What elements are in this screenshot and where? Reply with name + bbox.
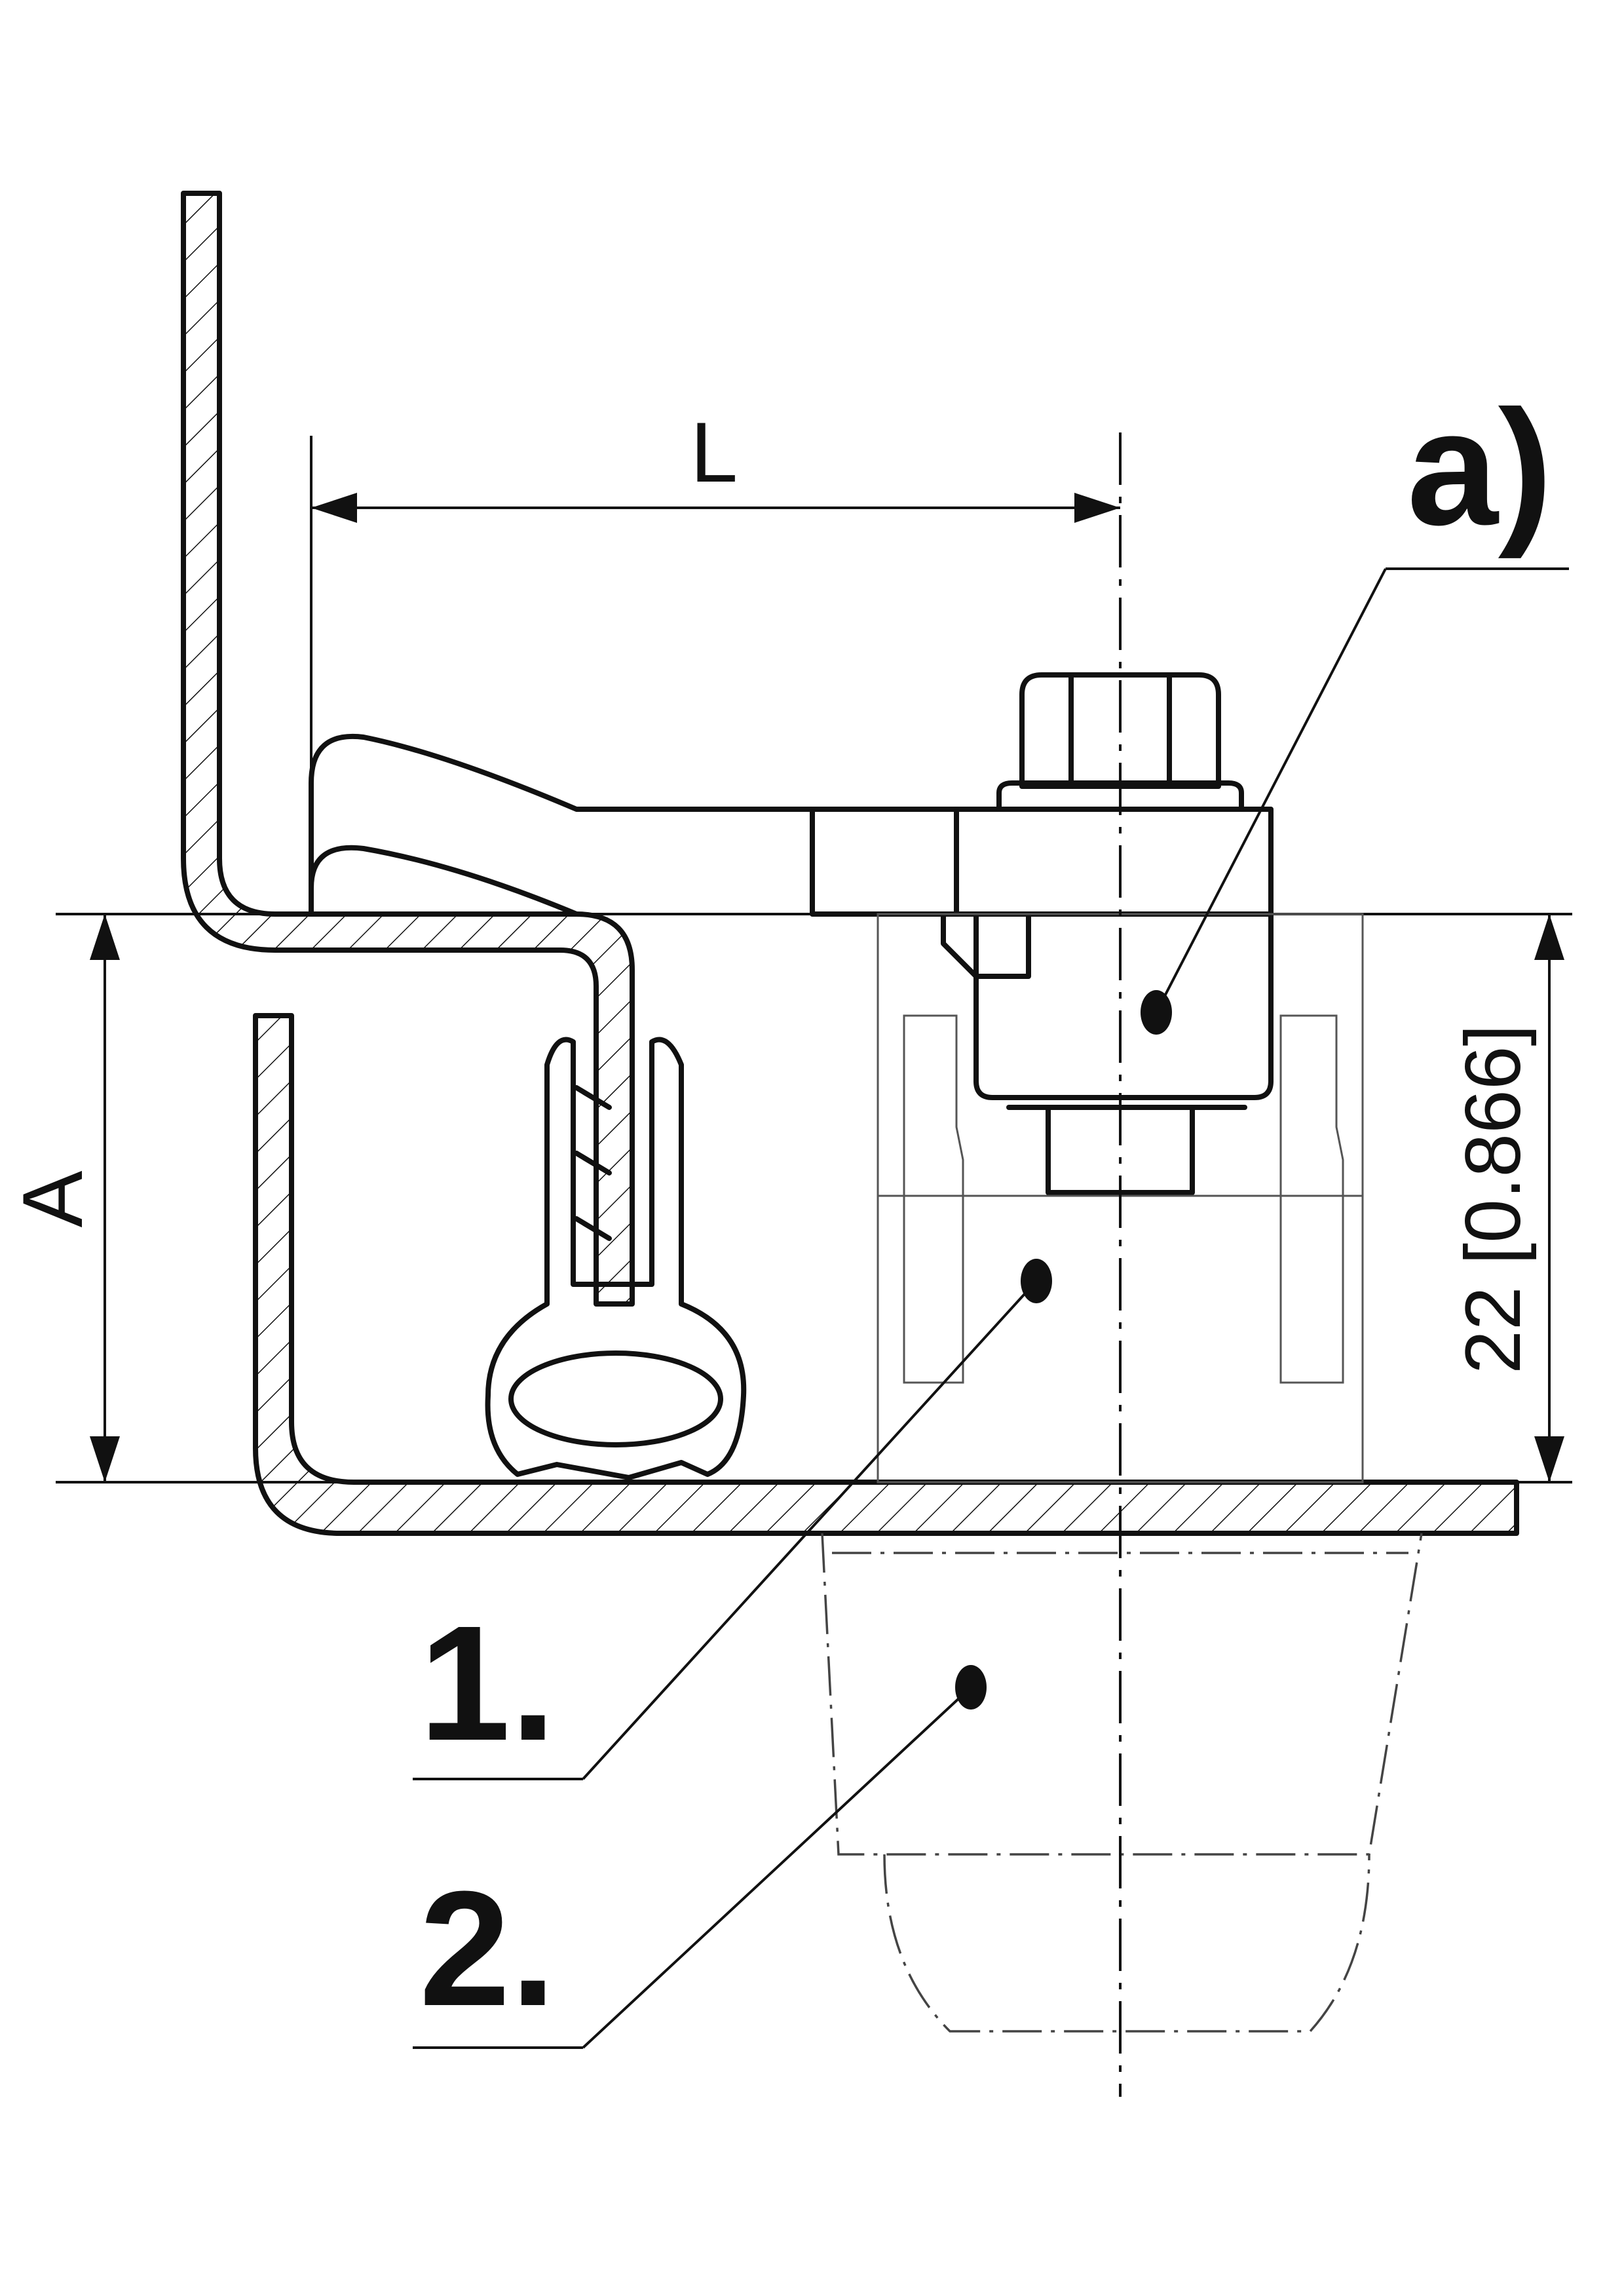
dim-l-label: L — [690, 404, 738, 500]
dim-a-arrow-top — [90, 914, 120, 960]
spring-clip — [309, 733, 959, 917]
spring-clip-inner — [309, 845, 579, 917]
connector-slot-left — [903, 1014, 964, 1384]
plug-outer — [821, 1533, 1423, 1856]
seal-teeth — [574, 1085, 612, 1241]
dim-a-arrow-bottom — [90, 1436, 120, 1482]
callout-a-leader — [1155, 568, 1387, 1013]
upper-panel — [181, 191, 635, 1307]
callout-2-dot — [955, 1665, 987, 1710]
dim-l-arrow-left — [311, 493, 357, 523]
dim-height-label: 22 [0.866] — [1449, 1024, 1537, 1374]
callout-1-label: 1. — [419, 1592, 556, 1774]
flange-plate — [810, 807, 1274, 917]
housing-latch — [941, 911, 1031, 979]
seal-bulb — [508, 1350, 723, 1447]
callout-a-dot — [1141, 990, 1172, 1035]
callout-1-leader — [582, 1280, 1038, 1780]
dim-a-label: A — [5, 1170, 100, 1227]
callout-2-leader — [582, 1686, 972, 2049]
nut-washer — [996, 780, 1244, 812]
connector-slot-right — [1279, 1014, 1344, 1384]
dim-height-arrow-top — [1534, 914, 1564, 960]
plug-tip — [883, 1854, 1370, 2033]
hex-nut — [1019, 672, 1221, 789]
dim-height-arrow-bottom — [1534, 1436, 1564, 1482]
seal-profile — [485, 1037, 747, 1480]
callout-2-label: 2. — [419, 1857, 556, 2040]
callout-1-dot — [1021, 1259, 1052, 1303]
callout-a-label: a) — [1407, 376, 1553, 559]
housing-block — [973, 911, 1274, 1100]
dim-l-arrow-right — [1074, 493, 1120, 523]
lower-panel — [253, 1013, 1519, 1536]
